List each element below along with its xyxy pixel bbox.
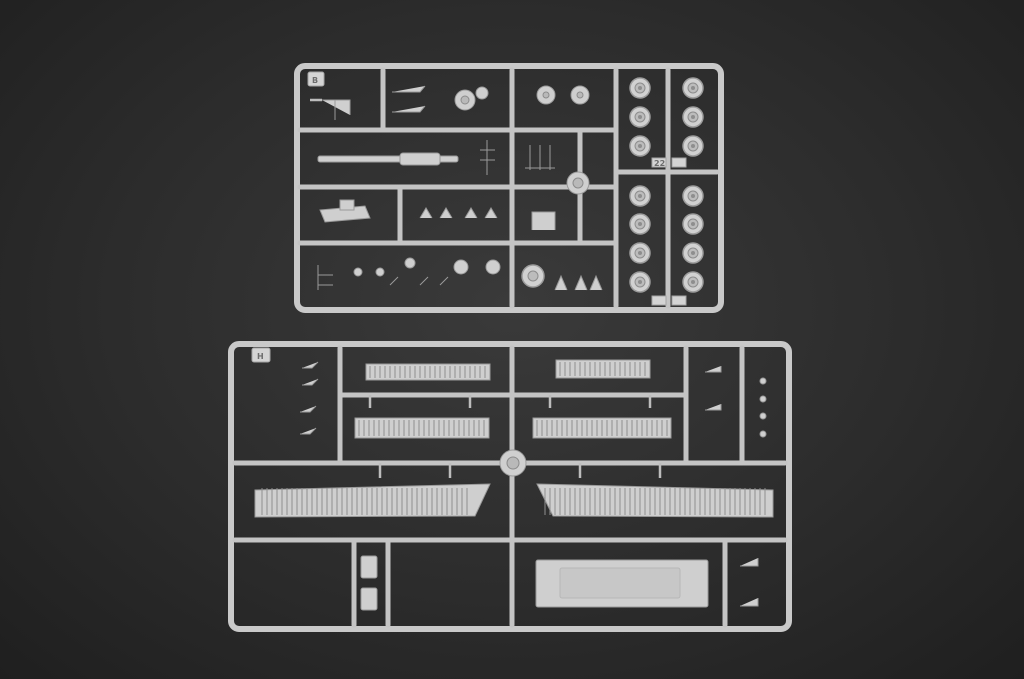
hull-plate-part [535, 559, 709, 608]
road-wheel [629, 242, 651, 264]
bracket-part [310, 98, 351, 120]
fork-part [531, 211, 556, 230]
road-wheel [682, 77, 704, 99]
antenna-parts [480, 140, 555, 175]
road-wheel [682, 271, 704, 293]
road-wheel [629, 271, 651, 293]
small-fittings [317, 257, 501, 290]
sprue-upper-label: B [307, 71, 325, 87]
sprocket-parts [536, 85, 590, 105]
road-wheels-grid [629, 77, 704, 293]
gate-stubs [368, 395, 662, 478]
wheel-tags: 22 [651, 157, 687, 306]
grille-slats [261, 362, 766, 515]
road-wheel [629, 213, 651, 235]
road-wheel [682, 213, 704, 235]
wheel-tag-text: 22 [654, 159, 665, 168]
hinge-parts [392, 85, 426, 113]
sprue-center-hub [499, 449, 527, 477]
mount-part [319, 199, 371, 223]
gear-part [454, 86, 489, 111]
figure-parts [419, 207, 498, 219]
small-hooks-left [300, 361, 319, 435]
road-wheel [682, 242, 704, 264]
road-wheel [682, 135, 704, 157]
small-hooks-right [705, 366, 767, 607]
sprue-lower-label-text: H [257, 352, 264, 361]
grille-panel-small [365, 363, 491, 381]
gun-barrel-part [317, 152, 459, 166]
sprue-lower-label: H [251, 347, 271, 363]
road-wheel [629, 77, 651, 99]
sprue-upper: B [294, 63, 724, 313]
lever-parts [554, 274, 603, 291]
road-wheel [682, 185, 704, 207]
road-wheel [682, 106, 704, 128]
road-wheel [629, 106, 651, 128]
sprue-upper-label-text: B [312, 76, 318, 85]
road-wheel-part [521, 264, 545, 288]
sprue-lower: H [228, 341, 792, 632]
road-wheel [629, 185, 651, 207]
hatch-part [566, 171, 590, 195]
road-wheel [629, 135, 651, 157]
clip-parts [360, 555, 378, 611]
